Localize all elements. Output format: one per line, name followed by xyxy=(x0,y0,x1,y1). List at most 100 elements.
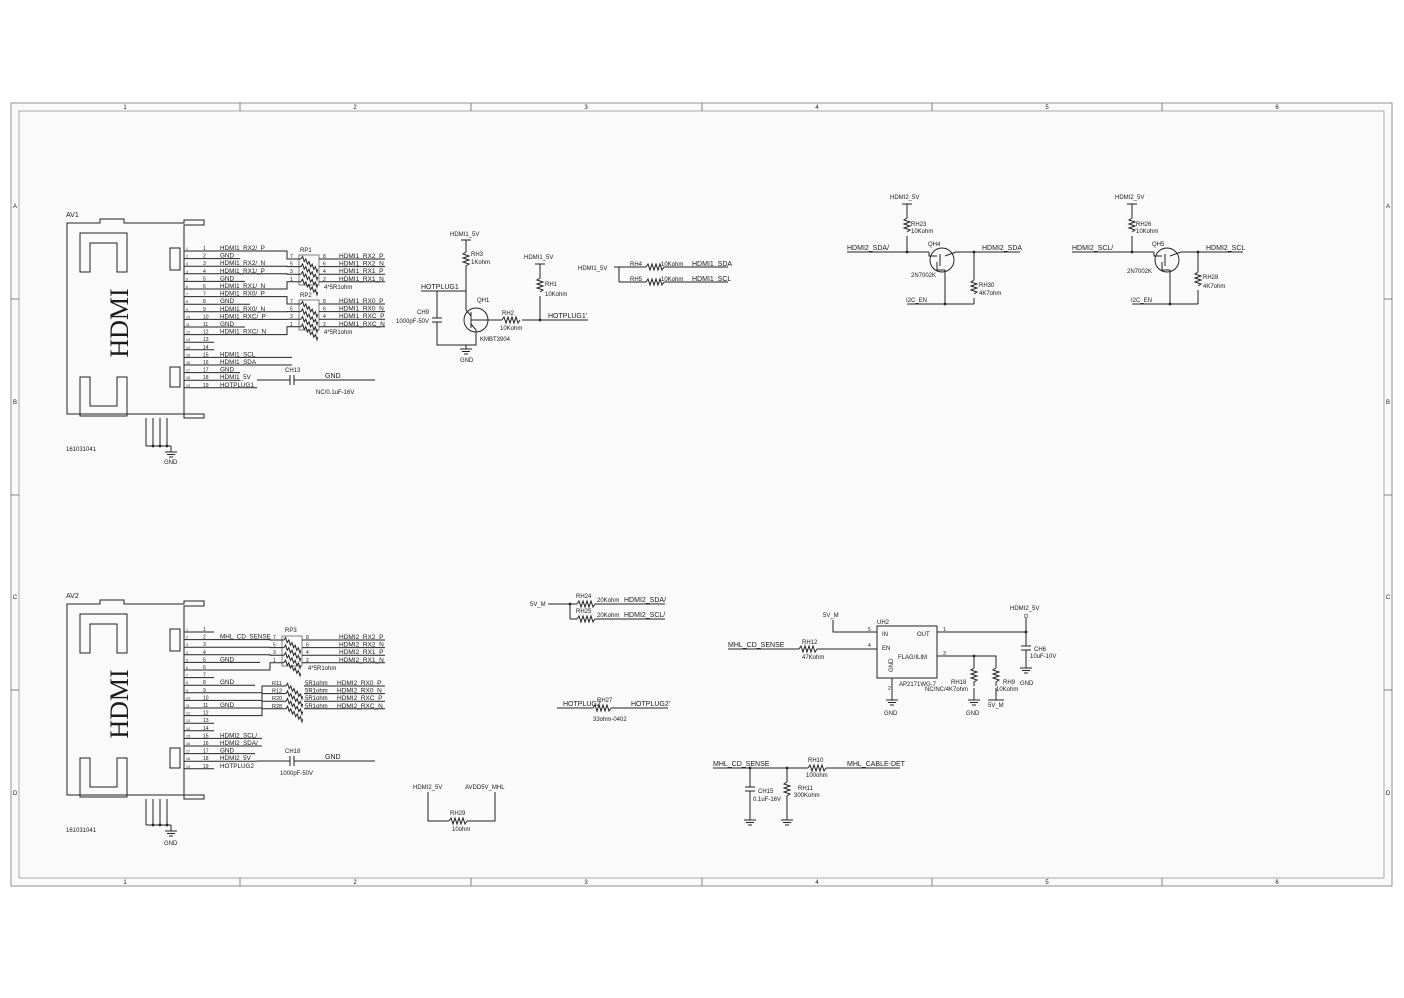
level-shifter-sda: HDMI2_5V RH23 10Kohm HDMI2_SDA/ QH4 2N70… xyxy=(847,195,1022,306)
resistor-value: 10Kohm xyxy=(661,262,683,268)
mosfet-ref: QH4 xyxy=(928,242,941,248)
pin-net: HDMI2_5V xyxy=(220,755,252,762)
cap-ref: CH18 xyxy=(285,749,301,755)
pin-tag: 1 xyxy=(186,247,188,251)
column-marker: 1 xyxy=(123,880,127,886)
rp-pin: 1 xyxy=(290,277,293,283)
net-label: HDMI2_SDA/ xyxy=(847,245,889,252)
resistor-value: 4K7ohm xyxy=(979,291,1001,297)
cap-value: 1000pF-50V xyxy=(396,319,429,325)
mosfet-ref: QH5 xyxy=(1152,242,1165,248)
rp-ref: RP2 xyxy=(300,293,312,299)
rp-pin: 7 xyxy=(290,254,293,260)
pin-tag: 15 xyxy=(186,353,190,357)
column-marker: 3 xyxy=(584,880,588,886)
net-label: HDMI2_RXC_N xyxy=(337,703,383,710)
supply-label: HDMI1_5V xyxy=(524,255,553,261)
pin-number: 8 xyxy=(203,680,206,686)
pin-net: MHL_CD_SENSE xyxy=(220,634,271,641)
resistor-value: 47Kohm xyxy=(802,655,824,661)
pin-tag: 3 xyxy=(186,643,188,647)
resistor-ref: RH29 xyxy=(450,811,466,817)
resistor-ref: RH5 xyxy=(630,277,643,283)
pin-tag: 12 xyxy=(186,331,190,335)
pin-net: GND xyxy=(220,253,234,260)
rp-pin: 5 xyxy=(273,643,276,649)
net-label: HDMI2_SCL/ xyxy=(624,612,665,619)
net-label: HDMI1_RX2_N xyxy=(339,261,384,268)
connector-label: HDMI xyxy=(105,669,134,738)
cap-value: NC/0.1uF-16V xyxy=(316,390,354,396)
row-marker: B xyxy=(1386,400,1390,406)
connector-ref: AV2 xyxy=(66,593,79,600)
net-label: AVDD5V_MHL xyxy=(465,785,505,791)
pin-net: HDMI1_RX2/_P xyxy=(220,245,265,252)
column-marker: 2 xyxy=(353,880,357,886)
pin-number: 17 xyxy=(203,749,209,755)
mosfet-part: 2N7002K xyxy=(911,273,936,279)
resistor-ref: RH18 xyxy=(951,680,967,686)
net-label: HOTPLUG1 xyxy=(421,284,459,291)
rp-ref: RP3 xyxy=(285,628,297,634)
rp-pin: 6 xyxy=(323,262,326,268)
resistor-ref: RH10 xyxy=(808,758,824,764)
pin-tag: 11 xyxy=(186,704,190,708)
supply-label: 5V_M xyxy=(823,613,839,619)
net-label: HDMI1_RX0_N xyxy=(339,306,384,313)
pin-number: 15 xyxy=(203,352,209,358)
resistor-value: 1Kohm xyxy=(471,260,490,266)
rp-pin: 5 xyxy=(290,262,293,268)
pin-tag: 15 xyxy=(186,734,190,738)
resistor-ref: RH1 xyxy=(545,282,558,288)
pin-tag: 9 xyxy=(186,308,188,312)
resistor-ref: RH28 xyxy=(1203,275,1219,281)
resistor-ref: RH12 xyxy=(802,640,818,646)
pin-net: GND xyxy=(220,656,234,663)
net-label: HDMI2_RX2_P xyxy=(339,634,383,641)
pin-net: GND xyxy=(220,321,234,328)
pin-net: HDMI1_SDA xyxy=(220,359,257,366)
pin-net: HDMI1_RXC/_N xyxy=(220,329,267,336)
pin-tag: 2 xyxy=(186,636,188,640)
rp-ref: RP1 xyxy=(300,248,312,254)
supply-label: 5V_M xyxy=(530,602,546,608)
pin-net: HDMI1_RX2/_N xyxy=(220,260,266,267)
pin-number: 7 xyxy=(203,292,206,298)
net-label: I2C_EN xyxy=(1131,298,1152,304)
resistor-value: 300Kohm xyxy=(794,793,820,799)
pin-tag: 4 xyxy=(186,651,188,655)
row-marker: A xyxy=(13,204,17,210)
resistor-ref: R28 xyxy=(272,704,282,710)
pin-tag: 9 xyxy=(186,689,188,693)
pin-tag: 14 xyxy=(186,727,190,731)
connector-part: 161031041 xyxy=(66,447,97,453)
resistor-value: 5R1ohm xyxy=(305,704,328,710)
resistor-value: 10Kohm xyxy=(500,326,522,332)
cap-ch13: CH13 GND NC/0.1uF-16V xyxy=(257,368,375,396)
resistor-value: 5R1ohm xyxy=(305,689,328,695)
pin-tag: 19 xyxy=(186,765,190,769)
pin-net: GND xyxy=(220,702,234,709)
pin-number: 6 xyxy=(203,284,206,290)
gnd-label: GND xyxy=(1020,681,1034,687)
rp-pin: 8 xyxy=(323,254,326,260)
connector-part: 161031041 xyxy=(66,828,97,834)
resistor-ref: RH11 xyxy=(798,786,814,792)
net-label: HOTPLUG2 xyxy=(563,701,601,708)
